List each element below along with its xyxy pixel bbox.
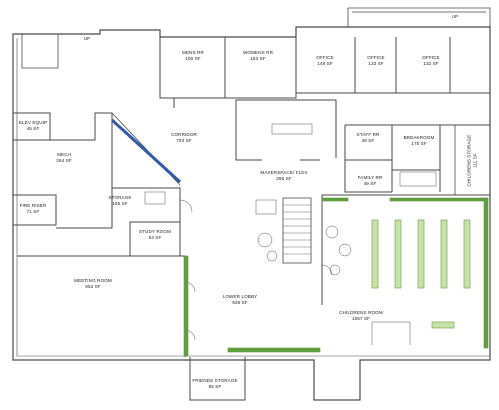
stair-enclosure-left: [21, 34, 59, 69]
shelving-unit: [321, 197, 349, 202]
table: [338, 243, 352, 257]
restroom-walls: [159, 37, 297, 108]
conference-table: [271, 123, 313, 135]
shelving-unit: [417, 219, 425, 289]
lobby-stair-treads: [283, 204, 311, 255]
shelving-unit: [227, 347, 321, 353]
stair-enclosure-right: [347, 7, 491, 27]
lobby-stair: [282, 197, 312, 264]
table: [266, 250, 278, 262]
childrens-room-walls: [321, 194, 490, 305]
shelving-unit: [394, 219, 402, 289]
exterior-wall-inner: [16, 38, 490, 357]
table: [257, 232, 273, 248]
shelving-unit: [440, 219, 448, 289]
blue-glazing: [110, 118, 182, 184]
service-room-walls: [13, 112, 113, 229]
shelving-unit: [183, 255, 189, 357]
meeting-room-walls: [17, 255, 186, 357]
stair-up-label-left: UP: [84, 36, 91, 41]
office-walls: [296, 37, 490, 94]
exterior-wall: [12, 26, 491, 401]
table: [325, 225, 339, 239]
shelving-unit: [371, 219, 379, 289]
shelving-unit: [431, 321, 455, 329]
table: [329, 264, 341, 276]
table: [255, 199, 277, 215]
shelving-unit: [483, 197, 489, 349]
service-desk: [371, 321, 411, 345]
desk: [144, 191, 166, 205]
kitchen-counter: [399, 171, 437, 187]
friends-storage-walls: [189, 357, 246, 401]
door-swing: [179, 199, 333, 341]
makerspace-walls: [235, 99, 337, 161]
stair-up-label-right: UP: [452, 14, 459, 19]
shelving-unit: [463, 219, 471, 289]
shelving-unit: [389, 197, 489, 202]
staff-area-walls: [344, 124, 490, 193]
